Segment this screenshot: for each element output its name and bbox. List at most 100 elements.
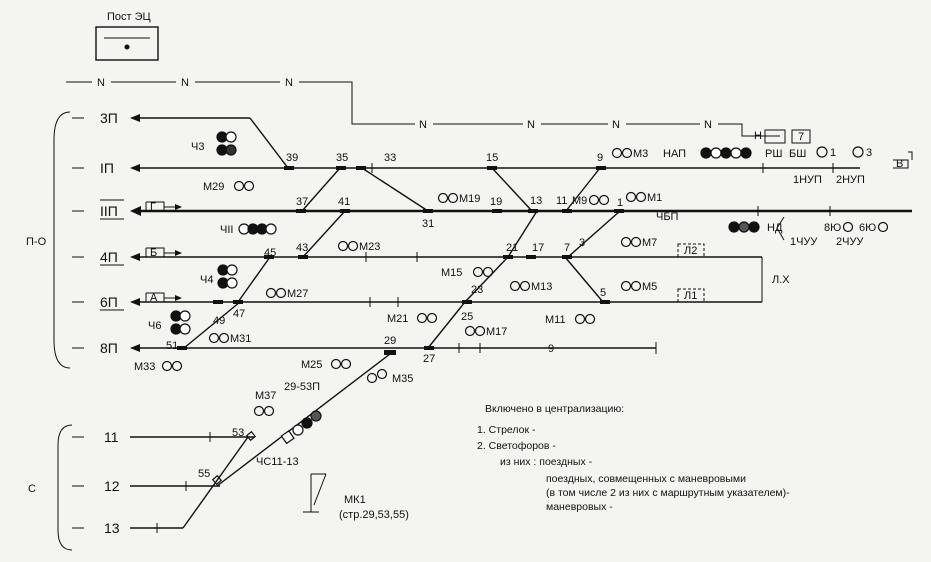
- track-6p-label: 6П: [100, 294, 118, 310]
- sig-m21: М21: [387, 313, 408, 325]
- note-title: Включено в централизацию:: [485, 403, 625, 415]
- sig-ch4: Ч4: [200, 274, 213, 286]
- switch-1: 1: [617, 197, 623, 209]
- sig-m17: М17: [486, 326, 507, 338]
- sig-m27: М27: [287, 288, 308, 300]
- switch-13: 13: [530, 195, 542, 207]
- note-line-4: поездных, совмещенных с маневровыми: [546, 473, 747, 485]
- label-6yu: 6Ю: [859, 222, 876, 234]
- s-group-label: С: [28, 483, 36, 495]
- sig-chs11-13: ЧС11-13: [256, 456, 299, 468]
- box-7-label: 7: [798, 131, 804, 143]
- sig-mk1: МК1: [344, 494, 366, 506]
- n-label-1: N: [97, 77, 105, 89]
- note-line-2: 2. Светофоров -: [477, 440, 556, 452]
- rsh-box: [764, 129, 786, 144]
- switch-39: 39: [286, 152, 298, 164]
- dir-v: В: [896, 158, 903, 170]
- insulating-joints: [156, 163, 834, 533]
- switch-numbers: 39 35 33 15 9 37 41 31 19 13 11 1 43 45 …: [166, 152, 623, 480]
- sig-m3: М3: [633, 148, 648, 160]
- switch-7: 7: [564, 242, 570, 254]
- track-1p-label: IП: [100, 160, 114, 176]
- train-signals: [170, 131, 760, 445]
- sig-m29: М29: [203, 181, 224, 193]
- label-2nup: 2НУП: [836, 174, 865, 186]
- switch-35: 35: [336, 152, 348, 164]
- switch-3: 3: [579, 237, 585, 249]
- sig-m9: М9: [572, 195, 587, 207]
- sig-m15: М15: [441, 267, 462, 279]
- label-3: 3: [866, 147, 872, 159]
- switch-11: 11: [556, 195, 567, 207]
- post-ec: Пост ЭЦ: [95, 11, 159, 61]
- sig-m5: М5: [642, 281, 657, 293]
- n-line: N N N N N N N: [66, 77, 780, 137]
- label-1: 1: [830, 147, 836, 159]
- mk1-indicator: [303, 473, 327, 513]
- switch-5: 5: [600, 287, 606, 299]
- sig-mk1-note: (стр.29,53,55): [339, 509, 409, 521]
- n-label-6: N: [612, 119, 620, 131]
- switch-23: 23: [471, 284, 483, 296]
- n-label-4: N: [419, 119, 427, 131]
- label-rsh: РШ: [765, 148, 782, 160]
- switch-29: 29: [384, 335, 396, 347]
- track-3p-label: 3П: [100, 110, 118, 126]
- switch-31: 31: [422, 218, 434, 230]
- dir-a: А: [150, 292, 158, 304]
- note-line-3: из них : поездных -: [500, 456, 593, 468]
- track-13-label: 13: [104, 520, 120, 536]
- sig-chp: ЧБП: [656, 211, 679, 223]
- track-11-label: 11: [104, 429, 119, 445]
- label-1nup: 1НУП: [793, 174, 822, 186]
- lh-label: Л.Х: [772, 274, 790, 286]
- note-line-6: маневровых -: [546, 501, 613, 513]
- switch-51: 51: [166, 340, 178, 352]
- n-label-7: N: [704, 119, 712, 131]
- switch-27: 27: [423, 353, 435, 365]
- direction-boxes: Г Б А Л2 Л1 В: [145, 151, 913, 304]
- track-12-label: 12: [104, 478, 120, 494]
- track-4p-label: 4П: [100, 249, 118, 265]
- track-8p-label: 8П: [100, 340, 118, 356]
- switch-37: 37: [296, 196, 308, 208]
- dir-l1: Л1: [684, 290, 697, 302]
- switch-45: 45: [264, 247, 276, 259]
- post-ec-label: Пост ЭЦ: [107, 11, 151, 23]
- sig-m19: М19: [459, 193, 480, 205]
- sig-m37: М37: [255, 390, 276, 402]
- sig-m13: М13: [531, 281, 552, 293]
- signal-heads: [161, 147, 647, 417]
- n-label-5: N: [527, 119, 535, 131]
- sig-m33: М33: [134, 361, 155, 373]
- switch-9: 9: [597, 152, 603, 164]
- post-ec-box: [95, 26, 159, 61]
- sig-ch6: Ч6: [148, 320, 161, 332]
- sig-m1: М1: [647, 192, 662, 204]
- sig-m25: М25: [301, 359, 322, 371]
- switch-marks: [177, 166, 624, 486]
- label-n: Н: [754, 130, 762, 142]
- s-brace: [57, 424, 73, 551]
- n-label-3: N: [285, 77, 293, 89]
- sig-m11: М11: [545, 314, 566, 326]
- switch-17: 17: [532, 242, 544, 254]
- sig-m31: М31: [230, 333, 251, 345]
- track-dashes: [72, 117, 84, 529]
- switch-53: 53: [232, 427, 244, 439]
- sig-m23: М23: [359, 241, 380, 253]
- track-2p-label: IIП: [100, 203, 118, 219]
- note-line-1: 1. Стрелок -: [477, 424, 536, 436]
- switch-41: 41: [338, 196, 350, 208]
- po-brace: [53, 111, 71, 369]
- switch-33: 33: [384, 152, 396, 164]
- sig-nap: НАП: [663, 148, 686, 160]
- sig-chii: ЧII: [220, 224, 233, 236]
- switch-15: 15: [486, 152, 498, 164]
- label-1chuu: 1ЧУУ: [790, 236, 818, 248]
- dir-b: Б: [150, 247, 157, 259]
- switch-19: 19: [490, 196, 502, 208]
- dir-l2: Л2: [684, 245, 697, 257]
